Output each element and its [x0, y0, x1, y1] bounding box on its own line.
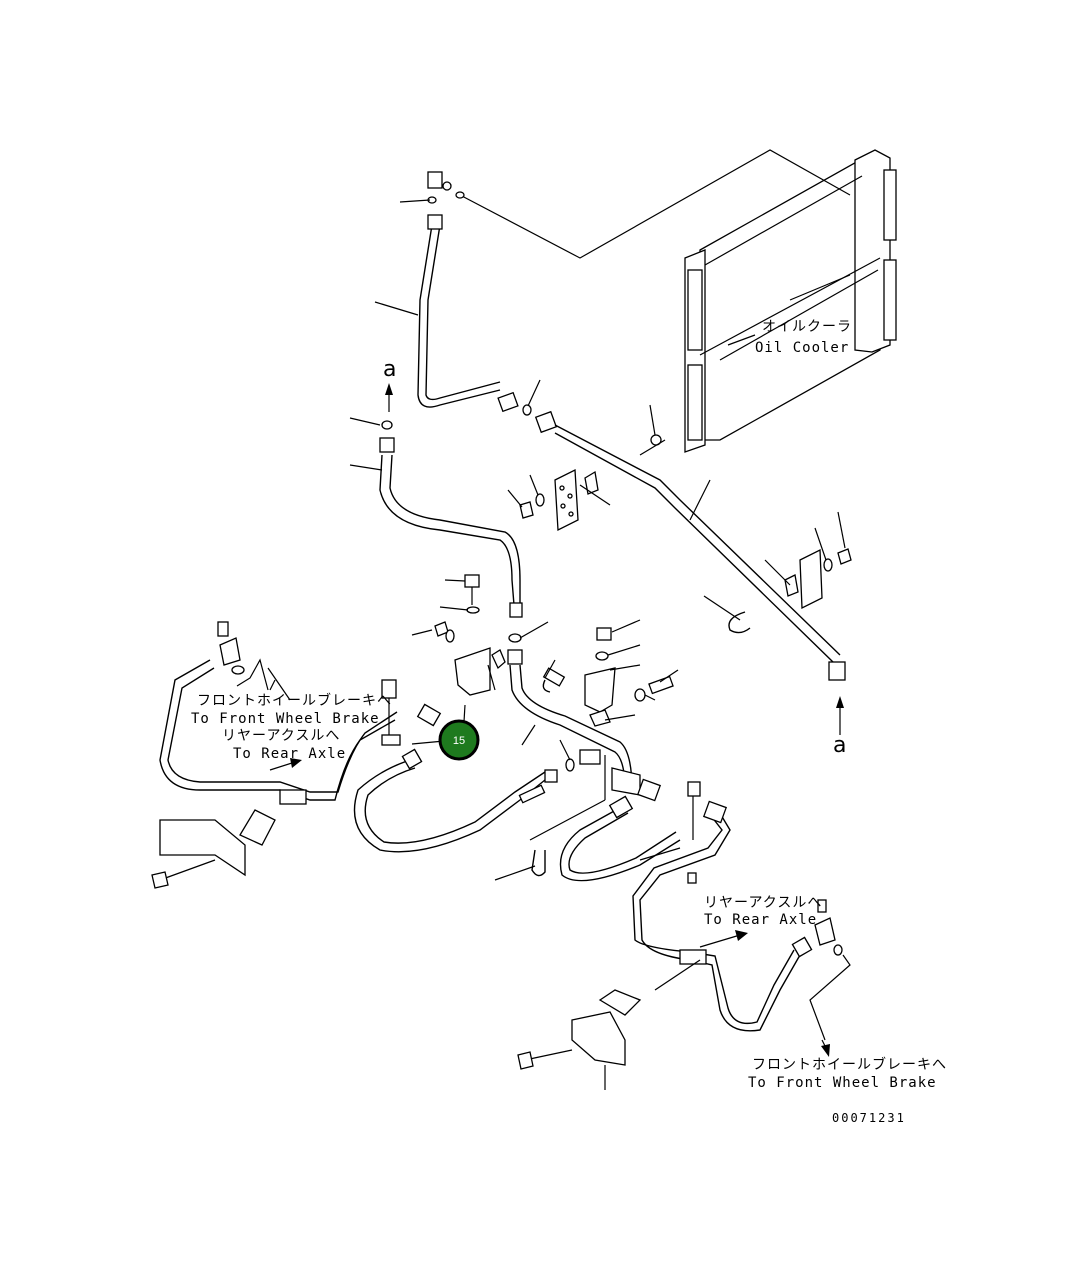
oil-cooler-label-en: Oil Cooler — [755, 340, 849, 356]
rear-axle-left-en: To Rear Axle — [233, 746, 346, 762]
front-wheel-brake-right-en: To Front Wheel Brake — [748, 1075, 937, 1091]
upper-pipe — [417, 171, 532, 416]
connector-a-right-label: a — [833, 733, 846, 758]
oil-cooler — [684, 149, 897, 453]
drawing-code: 00071231 — [832, 1111, 906, 1125]
left-hose — [379, 420, 523, 643]
center-bracket — [434, 574, 506, 696]
left-lower-assembly — [151, 621, 442, 889]
right-bracket — [542, 627, 674, 727]
right-lower-assembly — [517, 781, 843, 1090]
lower-hose — [353, 748, 558, 853]
lower-plate — [728, 548, 852, 634]
front-wheel-brake-right-jp: フロントホイールブレーキへ — [752, 1056, 947, 1073]
middle-hose-loop — [531, 795, 681, 882]
callout-15[interactable]: 15 — [438, 719, 480, 761]
right-center-pipe — [507, 649, 662, 802]
connector-a-top-label: a — [383, 357, 396, 382]
oil-cooler-label-jp: オイルクーラ — [762, 319, 852, 335]
labels: オイルクーラ Oil Cooler a a フロントホイールブレーキへ To F… — [191, 319, 947, 1125]
rear-axle-left-jp: リヤーアクスルへ — [222, 728, 340, 744]
arrows — [267, 383, 844, 1057]
upper-plate — [519, 468, 599, 532]
diagonal-pipe — [534, 410, 846, 681]
front-wheel-brake-left-jp: フロントホイールブレーキへ — [197, 692, 392, 709]
callout-badge[interactable] — [438, 719, 480, 761]
callout-number: 15 — [453, 735, 465, 747]
front-wheel-brake-left-en: To Front Wheel Brake — [191, 711, 380, 727]
rear-axle-right-jp: リヤーアクスルへ — [704, 895, 822, 911]
rear-axle-right-en: To Rear Axle — [704, 912, 817, 928]
